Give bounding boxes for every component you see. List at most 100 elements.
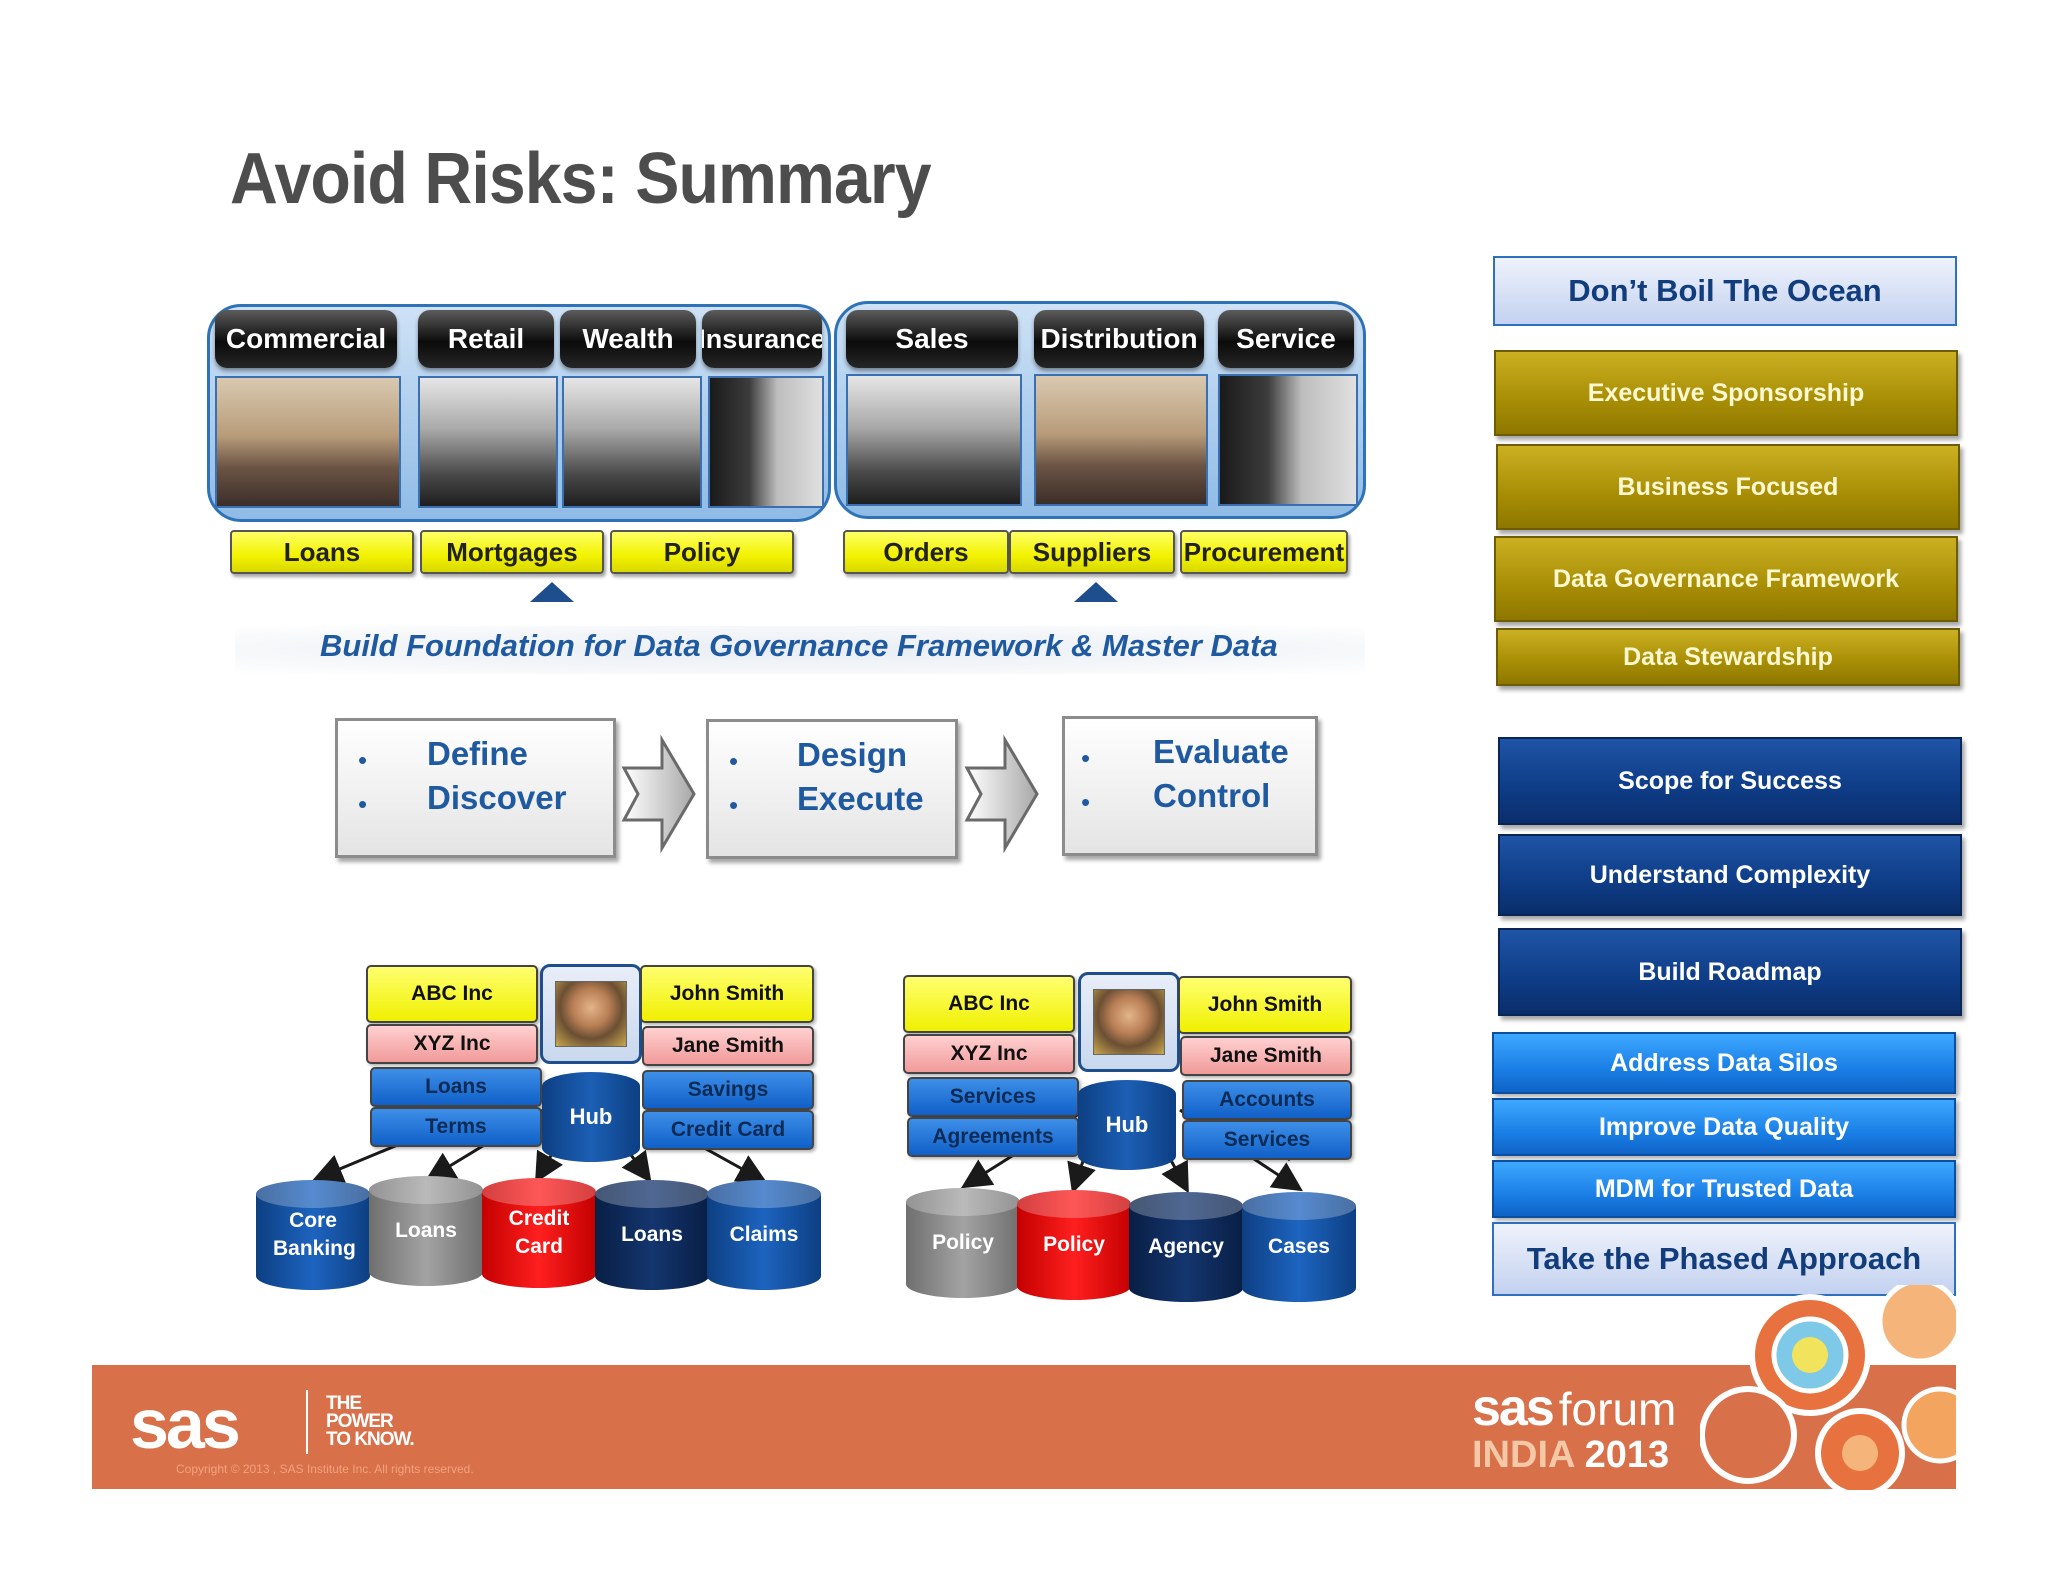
principle-improve-data-quality[interactable]: Improve Data Quality [1492,1098,1956,1156]
segment-wealth[interactable]: Wealth [560,310,696,368]
entity-tag-services[interactable]: Services [907,1077,1079,1117]
source-label: Policy [1043,1233,1105,1256]
logo-divider [306,1390,308,1454]
segment-service[interactable]: Service [1218,310,1354,368]
person-primary-tag[interactable]: John Smith [640,965,814,1023]
forum-year: 2013 [1584,1434,1670,1476]
principle-executive-sponsorship[interactable]: Executive Sponsorship [1494,350,1958,436]
principle-address-data-silos[interactable]: Address Data Silos [1492,1032,1956,1094]
photo-phone-call [1218,374,1358,506]
source-claims[interactable]: Claims [707,1180,821,1290]
avatar [555,981,627,1047]
bullet-icon: • [729,790,739,820]
hub-cylinder[interactable]: Hub [542,1072,640,1162]
bullet-icon: • [358,789,368,819]
photo-meeting [846,374,1022,506]
hub-cylinder[interactable]: Hub [1078,1080,1176,1170]
source-policy-2[interactable]: Policy [1017,1190,1131,1300]
decorative-circles [1700,1285,1956,1490]
product-procurement[interactable]: Procurement [1180,530,1348,574]
source-label: Core Banking [273,1209,356,1260]
step-line: Evaluate [1153,733,1289,770]
source-label: Policy [932,1231,994,1254]
product-suppliers[interactable]: Suppliers [1009,530,1175,574]
copyright-text: Copyright © 2013 , SAS Institute Inc. Al… [176,1462,474,1476]
principle-data-stewardship[interactable]: Data Stewardship [1496,628,1960,686]
person-primary-tag[interactable]: John Smith [1178,976,1352,1034]
product-loans[interactable]: Loans [230,530,414,574]
photo-phone-call [708,376,824,508]
principle-build-roadmap[interactable]: Build Roadmap [1498,928,1962,1016]
foundation-banner-text: Build Foundation for Data Governance Fra… [320,628,1278,663]
org-primary-tag[interactable]: ABC Inc [903,975,1075,1033]
principle-data-governance-framework[interactable]: Data Governance Framework [1494,536,1958,622]
sas-logo: sas [130,1384,241,1464]
product-orders[interactable]: Orders [843,530,1009,574]
step-line: Control [1153,777,1271,814]
photo-meeting [418,376,558,508]
source-cases[interactable]: Cases [1242,1192,1356,1302]
principle-dont-boil-the-ocean[interactable]: Don’t Boil The Ocean [1493,256,1957,326]
bullet-icon: • [729,746,739,776]
entity-tag-savings[interactable]: Savings [642,1070,814,1110]
segment-sales[interactable]: Sales [846,310,1018,368]
foundation-banner [235,626,1365,674]
principle-understand-complexity[interactable]: Understand Complexity [1498,834,1962,916]
sas-tagline: THE POWER TO KNOW. [326,1393,415,1450]
pointer-up-icon [530,582,574,602]
step-line: Execute [797,780,924,817]
avatar [1093,989,1165,1055]
entity-tag-agreements[interactable]: Agreements [907,1117,1079,1157]
source-policy[interactable]: Policy [906,1188,1020,1298]
person-secondary-tag[interactable]: Jane Smith [642,1026,814,1066]
segment-insurance[interactable]: Insurance [702,310,822,368]
principle-scope-for-success[interactable]: Scope for Success [1498,737,1962,825]
footer-band [92,1365,1956,1489]
page-title: Avoid Risks: Summary [230,139,932,219]
segment-commercial[interactable]: Commercial [215,310,397,368]
principle-business-focused[interactable]: Business Focused [1496,444,1960,530]
step-line: Design [797,736,908,773]
segment-retail[interactable]: Retail [418,310,554,368]
process-step-2: • Design • Execute [706,719,958,859]
principle-take-the-phased-approach[interactable]: Take the Phased Approach [1492,1222,1956,1296]
org-secondary-tag[interactable]: XYZ Inc [366,1024,538,1064]
segment-distribution[interactable]: Distribution [1034,310,1204,368]
forum-word: forum [1558,1383,1677,1435]
tagline-line: TO KNOW. [326,1429,415,1450]
step-line: Define [427,735,528,772]
product-policy[interactable]: Policy [610,530,794,574]
entity-tag-terms[interactable]: Terms [370,1107,542,1147]
person-secondary-tag[interactable]: Jane Smith [1180,1036,1352,1076]
entity-tag-credit-card[interactable]: Credit Card [642,1110,814,1150]
photo-woman-office [1034,374,1208,506]
bullet-icon: • [1081,743,1091,773]
source-core-banking[interactable]: Core Banking [256,1180,370,1290]
org-primary-tag[interactable]: ABC Inc [366,965,538,1023]
entity-tag-loans[interactable]: Loans [370,1067,542,1107]
source-label: Agency [1148,1235,1224,1258]
source-label: Loans [621,1223,683,1246]
sas-logo-text: sas [130,1385,241,1463]
source-label: Cases [1268,1235,1330,1258]
org-secondary-tag[interactable]: XYZ Inc [903,1034,1075,1074]
bullet-icon: • [358,745,368,775]
principle-mdm-for-trusted-data[interactable]: MDM for Trusted Data [1492,1160,1956,1218]
tagline-line: POWER [326,1411,394,1432]
golden-record-avatar-box [540,964,642,1064]
source-credit-card[interactable]: Credit Card [482,1178,596,1288]
entity-tag-accounts[interactable]: Accounts [1182,1080,1352,1120]
golden-record-avatar-box [1078,972,1180,1072]
entity-tag-services-2[interactable]: Services [1182,1120,1352,1160]
step-line: Discover [427,779,567,816]
process-step-3: • Evaluate • Control [1062,716,1318,856]
source-loans-2[interactable]: Loans [595,1180,709,1290]
tagline-line: THE [326,1393,362,1414]
source-loans[interactable]: Loans [369,1176,483,1286]
source-label: Loans [395,1219,457,1242]
source-agency[interactable]: Agency [1129,1192,1243,1302]
source-label: Claims [729,1223,799,1246]
product-mortgages[interactable]: Mortgages [420,530,604,574]
pointer-up-icon [1074,582,1118,602]
